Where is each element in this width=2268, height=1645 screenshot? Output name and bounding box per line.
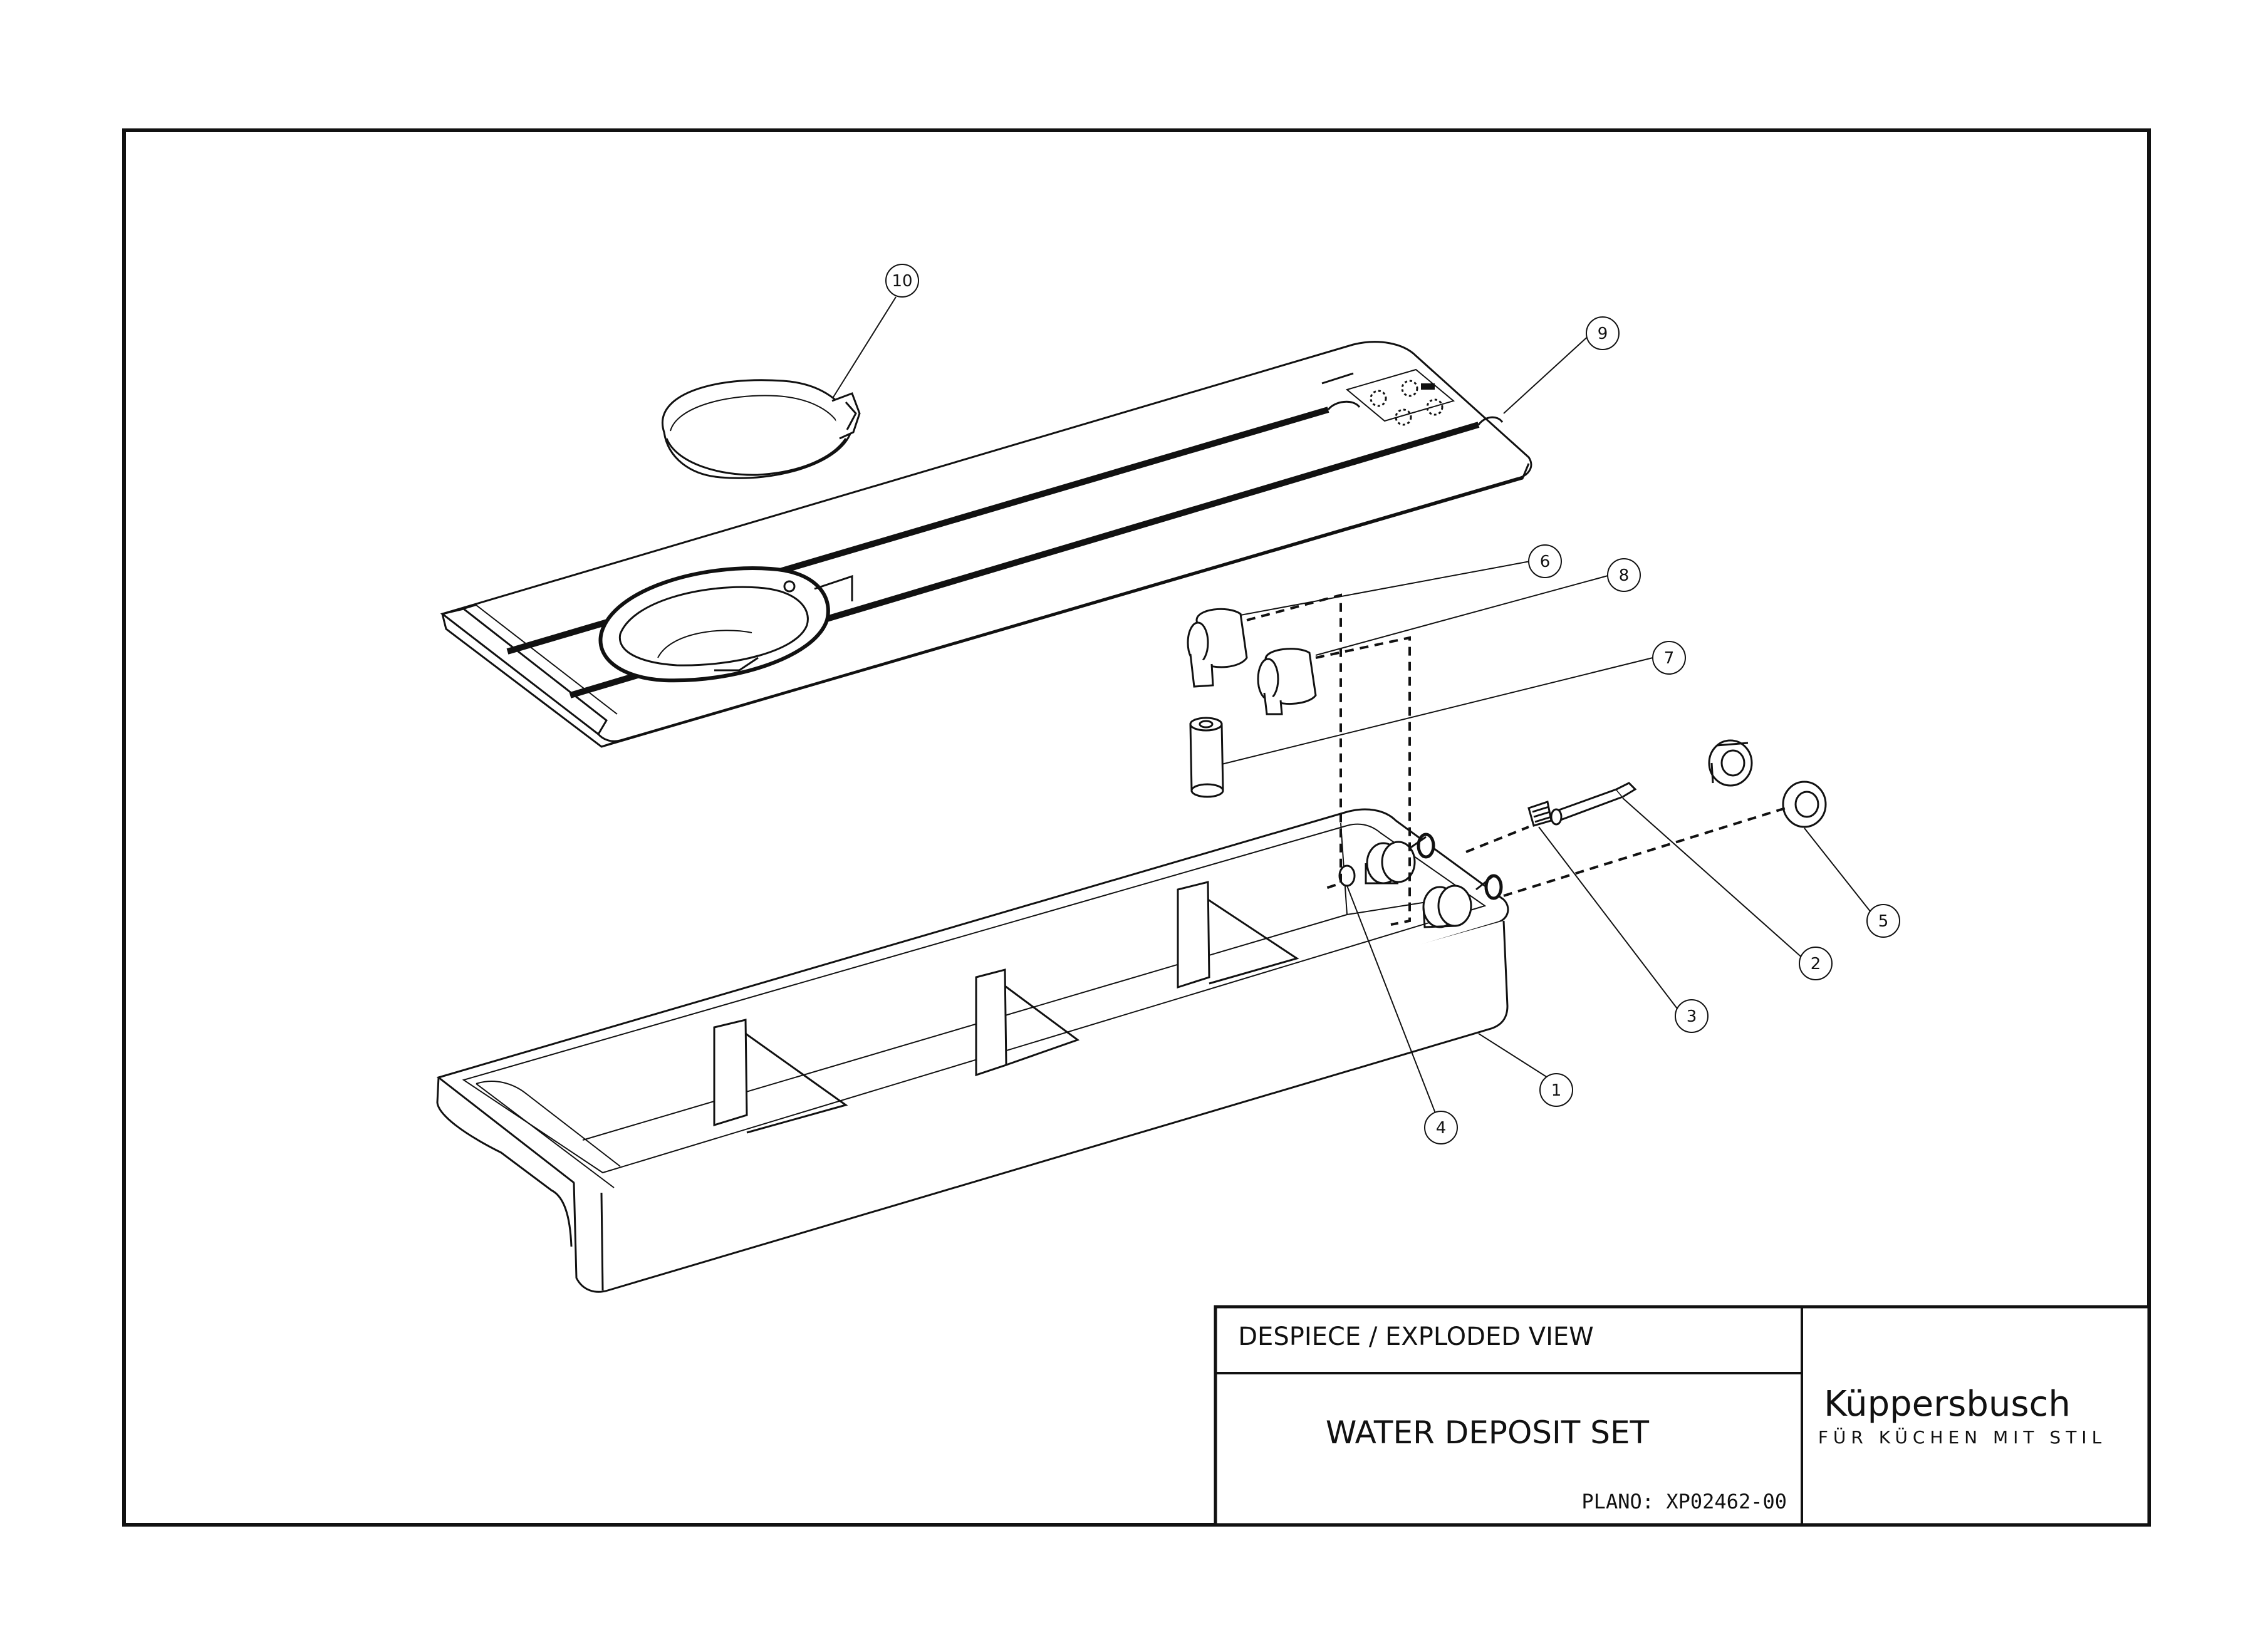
title-block-header: DESPIECE / EXPLODED VIEW — [1238, 1322, 1593, 1351]
part-9-lid — [440, 341, 1532, 748]
callout-7-label: 7 — [1664, 649, 1675, 668]
callout-9: 9 — [1586, 316, 1620, 350]
brand-tagline: FÜR KÜCHEN MIT STIL — [1818, 1426, 2106, 1448]
part-3-spring — [1527, 801, 1553, 827]
title-block: DESPIECE / EXPLODED VIEW WATER DEPOSIT S… — [1214, 1305, 2151, 1527]
callouts: 10 9 6 8 7 5 2 3 — [885, 264, 1900, 1144]
assembly-lines — [1246, 593, 1786, 926]
callout-5-label: 5 — [1878, 912, 1889, 931]
callout-6: 6 — [1528, 544, 1562, 578]
callout-7: 7 — [1652, 641, 1686, 675]
drawing-frame — [122, 128, 2151, 1527]
callout-6-label: 6 — [1540, 553, 1551, 571]
brand-logo-text: Küppersbusch — [1824, 1384, 2071, 1424]
part-10-cap — [662, 379, 861, 479]
callout-1-label: 1 — [1551, 1081, 1562, 1100]
callout-8: 8 — [1607, 558, 1641, 592]
leader-lines — [833, 296, 1871, 1128]
part-7-tube — [1189, 717, 1224, 798]
callout-3-label: 3 — [1687, 1007, 1697, 1026]
callout-5: 5 — [1866, 904, 1900, 938]
part-1-tank — [436, 808, 1509, 1293]
callout-1: 1 — [1539, 1073, 1573, 1107]
callout-10: 10 — [885, 264, 919, 298]
plano-value: XP02462-00 — [1666, 1490, 1787, 1513]
title-block-title: WATER DEPOSIT SET — [1326, 1414, 1650, 1451]
callout-2: 2 — [1799, 947, 1833, 980]
plano-label: PLANO: — [1581, 1490, 1654, 1513]
callout-10-label: 10 — [892, 272, 912, 291]
part-2-pin — [1550, 782, 1637, 826]
part-6-elbow — [1187, 608, 1248, 688]
callout-4: 4 — [1424, 1111, 1458, 1144]
callout-4-label: 4 — [1436, 1119, 1447, 1138]
part-5-nut — [1708, 739, 1827, 828]
part-8-elbow — [1257, 648, 1317, 715]
callout-2-label: 2 — [1811, 955, 1821, 973]
callout-8-label: 8 — [1619, 566, 1630, 585]
callout-3: 3 — [1675, 999, 1709, 1033]
callout-9-label: 9 — [1598, 324, 1608, 343]
